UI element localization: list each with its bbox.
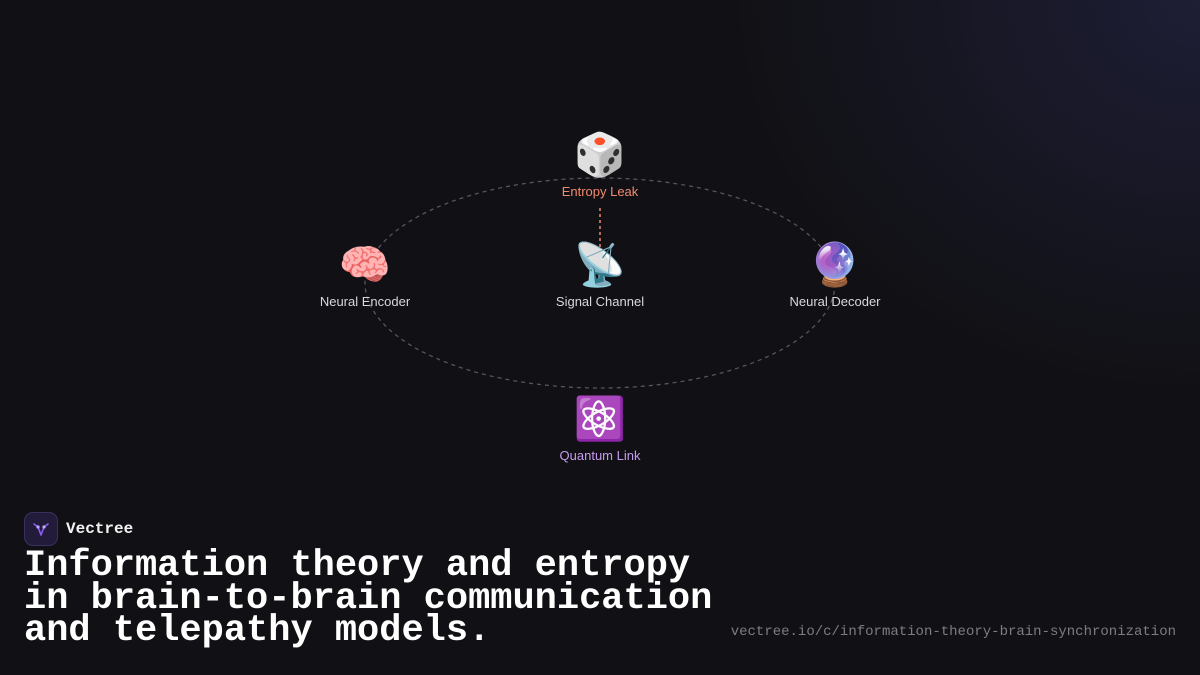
page-title: Information theory and entropy in brain-… (24, 545, 724, 652)
node-signal-channel: 📡 Signal Channel (510, 240, 690, 310)
node-neural-decoder: 🔮 Neural Decoder (745, 240, 925, 310)
node-label-neural-decoder: Neural Decoder (789, 294, 881, 309)
node-entropy-leak: 🎲 Entropy Leak (510, 130, 690, 200)
node-label-signal-channel: Signal Channel (555, 294, 645, 309)
headline-line: Information theory and entropy (24, 545, 691, 587)
node-label-entropy-leak: Entropy Leak (561, 184, 639, 199)
vectree-logo-icon (24, 512, 58, 546)
headline-line: in brain-to-brain communication (24, 577, 713, 620)
source-url: vectree.io/c/information-theory-brain-sy… (730, 624, 1176, 640)
brain-icon: 🧠 (338, 240, 392, 289)
atom-symbol-icon: ⚛️ (573, 394, 627, 443)
headline-line: and telepathy models. (24, 610, 491, 652)
orbit-ellipse (364, 177, 836, 389)
satellite-antenna-icon: 📡 (573, 240, 627, 289)
node-label-quantum-link: Quantum Link (559, 448, 641, 463)
brand: Vectree (24, 512, 133, 546)
crystal-ball-icon: 🔮 (808, 240, 862, 289)
node-neural-encoder: 🧠 Neural Encoder (275, 240, 455, 310)
node-label-neural-encoder: Neural Encoder (319, 294, 411, 309)
game-die-icon: 🎲 (573, 130, 627, 179)
brand-name: Vectree (66, 520, 134, 538)
node-quantum-link: ⚛️ Quantum Link (510, 394, 690, 464)
